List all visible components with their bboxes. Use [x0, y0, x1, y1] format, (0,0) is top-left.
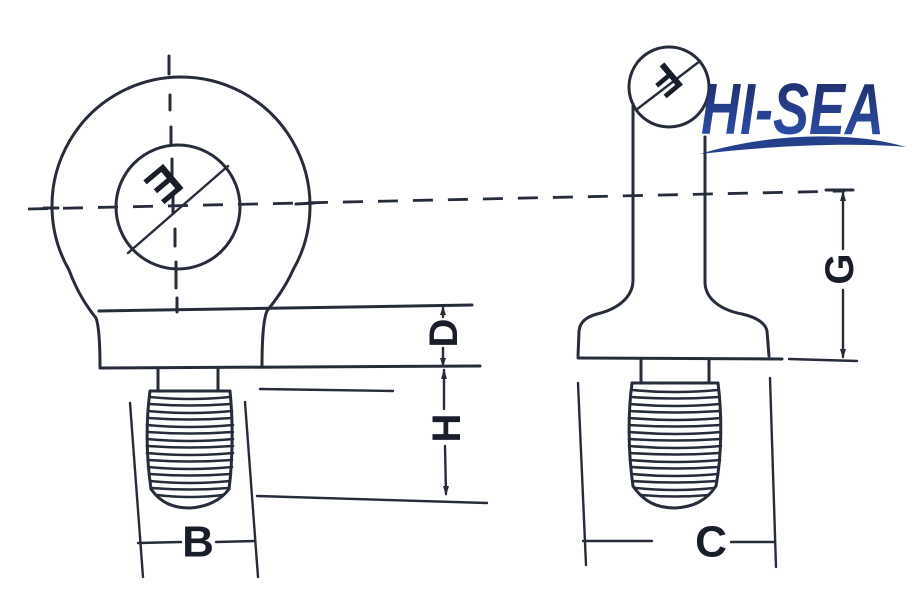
eye-ring-outer: [50, 75, 312, 272]
h-extension-top: [258, 387, 395, 393]
threaded-shank-front: [145, 389, 235, 510]
h-extension-bottom: [255, 494, 489, 505]
dim-label-h: H: [425, 414, 469, 443]
neck-side: [639, 357, 711, 384]
collar-top-line: [97, 303, 474, 313]
hi-sea-logo: HI-SEA: [700, 70, 906, 154]
eye-ring-hole: [114, 143, 242, 271]
hi-sea-logo-swoosh: [700, 136, 906, 154]
side-view: F: [576, 45, 859, 510]
thread-lines-side: [627, 388, 723, 498]
dimensions: D H B C: [128, 188, 862, 579]
b-extension-left: [128, 401, 145, 579]
dimension-c: C: [576, 376, 778, 569]
thread-lines-front: [145, 395, 235, 499]
eye-hole-leader-line: [126, 164, 230, 255]
left-shoulder: [67, 268, 102, 369]
eye-section-circle: [627, 45, 711, 129]
collar-bottom-extension: [787, 357, 859, 363]
dim-label-f: F: [641, 54, 691, 106]
c-extension-left: [576, 381, 588, 567]
b-extension-right: [243, 400, 260, 579]
stem-right: [703, 135, 771, 358]
c-extension-right: [768, 376, 778, 569]
dimension-g: G: [818, 188, 862, 359]
collar-bottom-side: [576, 356, 784, 361]
front-view: E: [50, 75, 482, 510]
dim-label-d: D: [422, 319, 466, 348]
dim-label-c: C: [695, 518, 727, 567]
collar-bottom-line: [98, 364, 482, 370]
dimension-h: H: [255, 368, 489, 505]
hi-sea-logo-text: HI-SEA: [701, 70, 884, 150]
stem-left: [576, 102, 635, 358]
dimension-d: D: [422, 305, 466, 367]
neck: [156, 366, 220, 393]
dim-label-g: G: [818, 253, 862, 284]
right-shoulder: [260, 268, 295, 369]
dimension-b: B: [128, 400, 260, 579]
threaded-shank-side: [627, 381, 723, 510]
dim-label-b: B: [182, 518, 214, 567]
eye-section-leader-line: [634, 59, 702, 112]
horizontal-centerline: [27, 189, 846, 211]
